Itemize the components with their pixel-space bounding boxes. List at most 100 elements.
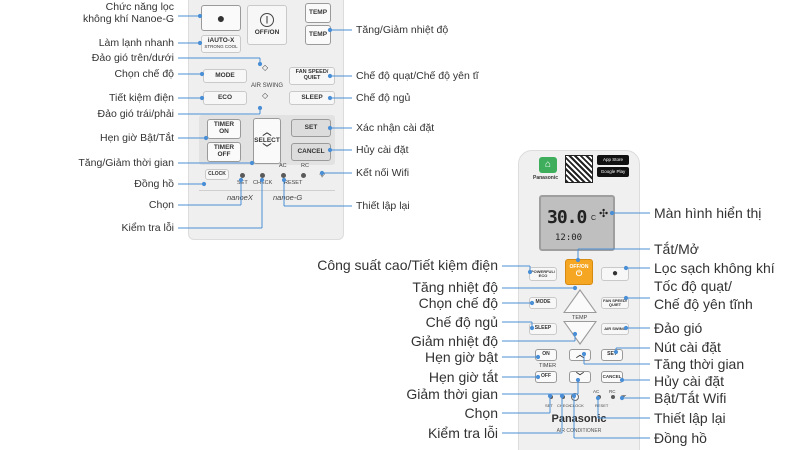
label-fast-cooling: Làm lạnh nhanh [98, 37, 174, 49]
fan-speed-label: FAN SPEED/ QUIET [295, 69, 329, 81]
label-temp-down: Giảm nhiệt độ [410, 333, 498, 349]
display-temperature: 30.0 [547, 207, 587, 228]
mode-button[interactable]: MODE [203, 69, 247, 83]
label-select-bottom: Chọn [464, 405, 498, 421]
mode-label: MODE [215, 71, 235, 79]
timer-on-button[interactable]: ON [535, 349, 557, 361]
brand-small: Panasonic [533, 175, 559, 181]
label-timer-off: Hẹn giờ tắt [428, 369, 498, 385]
label-cancel: Hủy cài đặt [654, 373, 725, 389]
rc-dot[interactable] [301, 173, 306, 178]
label-swing-up-down: Đảo gió trên/dưới [91, 52, 174, 64]
rc-dot[interactable] [611, 395, 615, 399]
wifi-icon[interactable]: ᯤ [319, 172, 326, 179]
fan-icon: ✣ [599, 208, 609, 220]
off-on-button[interactable]: OFF/ON ⏻ [565, 259, 593, 285]
timer-on-button[interactable]: TIMER ON [207, 119, 241, 139]
label-temp-up: Tăng nhiệt độ [412, 279, 498, 295]
clock-label: CLOCK [570, 403, 584, 408]
temp-down-icon [565, 322, 595, 343]
label-display-screen: Màn hình hiển thị [654, 205, 762, 221]
swing-up-icon[interactable]: ◇ [262, 63, 269, 72]
lcd-display: 30.0 C ✣ 12:00 [539, 195, 615, 251]
time-up-button[interactable]: ︿ [569, 349, 591, 361]
reset-label: RESET [284, 180, 303, 186]
remote-control-top: ● | OFF/ON TEMP TEMP iAUTO-X STRONG COOL… [188, 0, 344, 240]
temp-down-button[interactable]: TEMP [305, 25, 331, 45]
ac-dot[interactable] [281, 173, 286, 178]
label-fan-quiet: Chế độ quạt/Chế độ yên tĩ [356, 70, 479, 82]
check-dot[interactable] [260, 173, 265, 178]
powerful-eco-button[interactable]: POWERFUL/ ECO [529, 267, 557, 281]
air-swing-button[interactable]: AIR SWING [601, 323, 629, 335]
air-conditioner-label: AIR CONDITIONER [556, 428, 602, 434]
temp-up-label: TEMP [308, 8, 328, 16]
cancel-label: CANCEL [297, 147, 325, 155]
label-time-down: Giảm thời gian [406, 386, 498, 402]
temp-up-icon [565, 291, 595, 312]
air-swing-label: AIR SWING [251, 83, 284, 89]
label-time-up-down: Tăng/Giảm thời gian [78, 157, 174, 169]
select-label: SELECT [254, 136, 280, 144]
label-air-swing: Đảo gió [654, 320, 703, 336]
cancel-button[interactable]: CANCEL [601, 371, 623, 383]
clock-button[interactable]: CLOCK [205, 169, 229, 180]
powerful-eco-label: POWERFUL/ ECO [531, 268, 555, 278]
divider [199, 190, 335, 191]
label-wifi-connect: Kết nối Wifi [356, 167, 410, 179]
select-button[interactable]: ︿ SELECT ﹀ [253, 118, 281, 164]
label-clock: Đồng hồ [134, 178, 174, 190]
label-air-purify: Lọc sạch không khí [654, 260, 775, 276]
set-label: SET [607, 351, 617, 358]
label-sleep-mode: Chế độ ngủ [356, 92, 411, 104]
fan-speed-button[interactable]: FAN SPEED/ QUIET [601, 297, 629, 309]
label-timer-on: Hẹn giờ bật [424, 349, 498, 365]
clock-label: CLOCK [208, 170, 226, 177]
sleep-button[interactable]: SLEEP [529, 323, 557, 335]
label-powerful-eco: Công suất cao/Tiết kiệm điện [317, 257, 498, 273]
top-left-lines [178, 13, 265, 229]
rc-label: RC [301, 163, 309, 169]
label-clock-right: Đồng hồ [654, 430, 707, 446]
time-down-button[interactable]: ﹀ [569, 371, 591, 383]
label-confirm-setting: Xác nhận cài đặt [356, 122, 435, 134]
nanoe-button[interactable]: ● [601, 267, 629, 281]
label-mode-select: Chọn chế độ [114, 68, 174, 80]
top-mid-lines [281, 27, 352, 207]
brand-logo: Panasonic [551, 413, 607, 425]
set-dot[interactable] [240, 173, 245, 178]
label-mode: Chọn chế độ [418, 295, 498, 311]
ac-label: AC [593, 389, 600, 394]
label-error-check-bottom: Kiểm tra lỗi [427, 425, 498, 441]
temp-down-label: TEMP [308, 30, 328, 38]
fan-speed-button[interactable]: FAN SPEED/ QUIET [289, 67, 335, 85]
label-fan-speed: Tốc độ quạt/ [654, 278, 732, 294]
label-quiet-mode: Chế độ yên tĩnh [654, 296, 753, 312]
label-wifi-toggle: Bật/Tắt Wifi [654, 390, 727, 406]
rc-label: RC [609, 389, 616, 394]
app-store-badge: App Store [597, 155, 629, 165]
ac-label: AC [279, 163, 287, 169]
qr-code-icon [565, 155, 593, 183]
label-set-button: Nút cài đặt [654, 339, 721, 355]
sleep-label: SLEEP [534, 325, 552, 332]
swing-side-icon[interactable]: ◇ [262, 91, 269, 100]
set-label: SET [304, 123, 318, 131]
fan-speed-label: FAN SPEED/ QUIET [603, 297, 627, 307]
chevron-down-icon: ﹀ [262, 143, 272, 154]
check-label: CHECK [557, 403, 572, 408]
timer-label: TIMER [539, 363, 557, 369]
nanoe-g-button[interactable]: ● [201, 5, 241, 31]
set-small-label: SET [237, 180, 248, 186]
off-on-button[interactable]: | OFF/ON [247, 5, 287, 45]
chevron-down-icon: ﹀ [576, 371, 584, 381]
timer-off-label: OFF [541, 373, 551, 380]
timer-off-button[interactable]: TIMER OFF [207, 142, 241, 162]
chevron-up-icon: ︿ [262, 127, 272, 138]
mode-label: MODE [535, 299, 551, 306]
off-on-label: OFF/ON [569, 264, 589, 271]
label-eco: Tiết kiệm điện [109, 92, 174, 104]
label-sleep: Chế độ ngủ [425, 314, 498, 330]
temp-up-button[interactable]: TEMP [305, 3, 331, 23]
